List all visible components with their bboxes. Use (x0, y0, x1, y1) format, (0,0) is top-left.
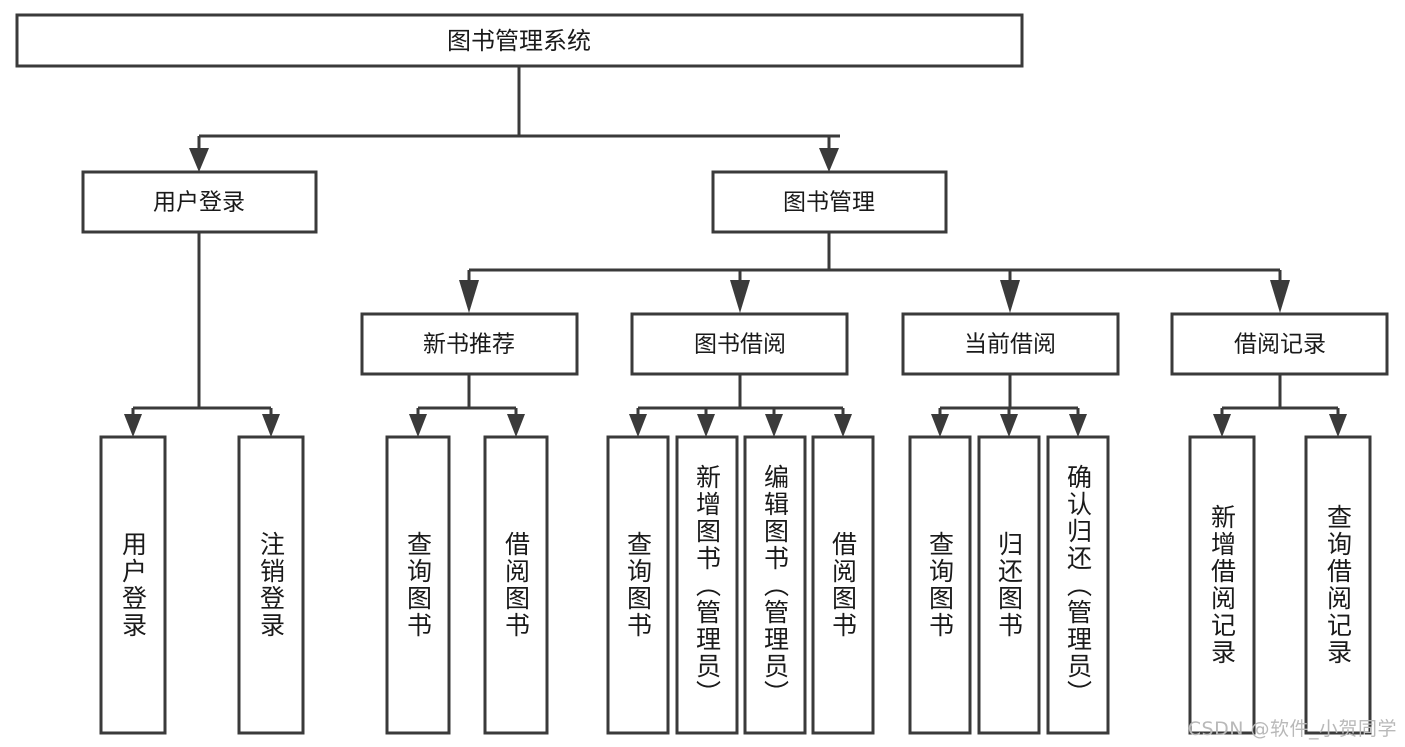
node-current-borrow-box[interactable] (901, 312, 1120, 376)
connector-group-recommend (409, 375, 525, 437)
leaf-box-borrow-1[interactable] (606, 435, 670, 735)
arrow-root-to-user-login (189, 148, 209, 172)
arrow-borrow-leaf-1 (629, 414, 647, 437)
node-book-borrow[interactable]: 图书借阅 (630, 312, 849, 376)
leaf-boxes-group (99, 435, 1372, 735)
leaf-box-user-login-1[interactable] (99, 435, 167, 735)
arrow-book-mgmt-to-record (1270, 280, 1290, 313)
leaf-box-recommend-1[interactable] (385, 435, 451, 735)
node-borrow-record[interactable]: 借阅记录 (1170, 312, 1389, 376)
node-root-title-label: 图书管理系统 (447, 27, 591, 55)
arrow-user-login-leaf-1 (124, 414, 142, 437)
node-new-book-recommend[interactable]: 新书推荐 (360, 312, 579, 376)
arrow-current-leaf-3 (1069, 414, 1087, 437)
arrow-record-leaf-2 (1329, 414, 1347, 437)
connector-group-record (1213, 375, 1347, 437)
node-book-management-label: 图书管理 (783, 190, 875, 216)
leaf-box-record-1[interactable] (1188, 435, 1256, 735)
node-book-management[interactable]: 图书管理 (711, 170, 948, 234)
leaf-box-borrow-3[interactable] (743, 435, 807, 735)
connector-group-borrow (629, 375, 852, 437)
node-current-borrow-label: 当前借阅 (964, 332, 1056, 358)
node-user-login[interactable]: 用户登录 (81, 170, 318, 234)
arrow-user-login-leaf-2 (262, 414, 280, 437)
watermark-text: CSDN @软件_小贺同学 (1187, 718, 1397, 740)
node-new-book-recommend-label: 新书推荐 (423, 332, 515, 358)
arrow-borrow-leaf-4 (834, 414, 852, 437)
arrow-borrow-leaf-3 (765, 414, 783, 437)
node-book-borrow-box[interactable] (630, 312, 849, 376)
arrow-recommend-leaf-2 (507, 414, 525, 437)
leaf-box-recommend-2[interactable] (483, 435, 549, 735)
arrow-book-mgmt-to-recommend (459, 280, 479, 313)
arrow-book-mgmt-to-borrow (730, 280, 750, 313)
leaf-box-current-1[interactable] (908, 435, 972, 735)
leaf-box-current-2[interactable] (977, 435, 1041, 735)
node-current-borrow[interactable]: 当前借阅 (901, 312, 1120, 376)
arrow-root-to-book-mgmt (819, 148, 839, 172)
connector-group-book-mgmt (459, 233, 1290, 313)
node-new-book-recommend-box[interactable] (360, 312, 579, 376)
leaf-box-user-login-2[interactable] (237, 435, 305, 735)
connector-group-root (189, 66, 840, 172)
connector-group-user-login (124, 233, 280, 437)
arrow-recommend-leaf-1 (409, 414, 427, 437)
arrow-book-mgmt-to-current (1000, 280, 1020, 313)
node-book-borrow-label: 图书借阅 (694, 332, 786, 358)
node-root-title-box[interactable] (15, 13, 1024, 68)
arrow-borrow-leaf-2 (697, 414, 715, 437)
connector-group-current (931, 375, 1087, 437)
node-book-management-box[interactable] (711, 170, 948, 234)
leaf-box-borrow-2[interactable] (675, 435, 739, 735)
arrow-current-leaf-1 (931, 414, 949, 437)
arrow-record-leaf-1 (1213, 414, 1231, 437)
leaf-box-record-2[interactable] (1304, 435, 1372, 735)
node-borrow-record-label: 借阅记录 (1234, 332, 1326, 358)
node-user-login-label: 用户登录 (153, 190, 245, 216)
node-root-title[interactable]: 图书管理系统 (15, 13, 1024, 68)
arrow-current-leaf-2 (1000, 414, 1018, 437)
node-user-login-box[interactable] (81, 170, 318, 234)
node-borrow-record-box[interactable] (1170, 312, 1389, 376)
leaf-box-current-3[interactable] (1046, 435, 1110, 735)
leaf-box-borrow-4[interactable] (811, 435, 875, 735)
